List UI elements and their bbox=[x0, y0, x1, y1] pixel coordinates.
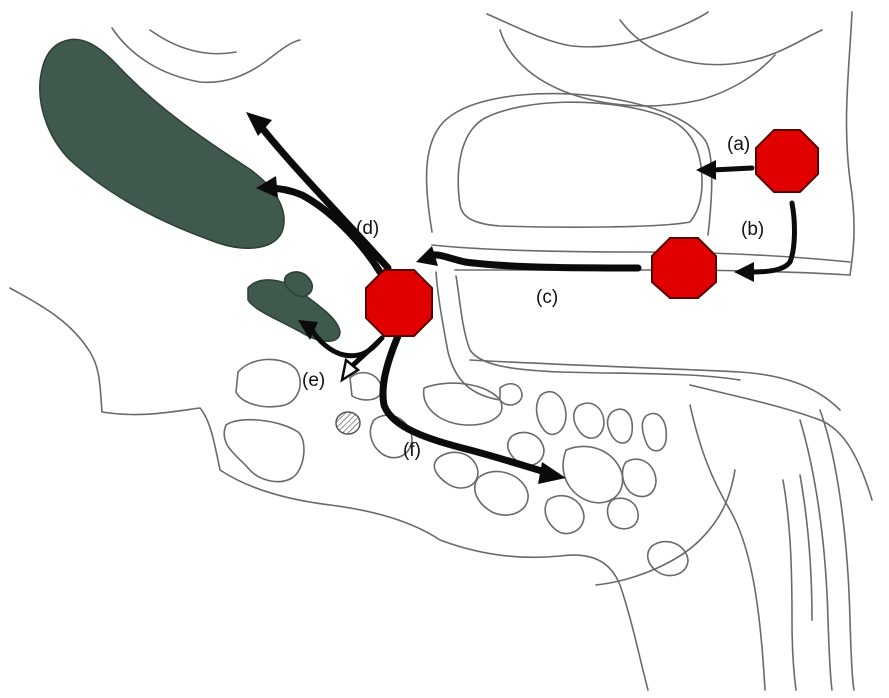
outline-channel-top bbox=[432, 245, 850, 262]
outline-bottom-right bbox=[690, 405, 765, 690]
cell-10 bbox=[642, 413, 666, 450]
node-top-right bbox=[756, 130, 818, 192]
node-center bbox=[366, 270, 432, 336]
cell-9 bbox=[608, 409, 633, 443]
cell-8 bbox=[574, 403, 604, 438]
arrow-a-head bbox=[696, 160, 716, 180]
cell-15 bbox=[623, 459, 656, 496]
outline-lower-band-top bbox=[470, 360, 840, 410]
outline-chamber-inner bbox=[458, 102, 702, 227]
cell-13 bbox=[475, 471, 528, 515]
label-e: (e) bbox=[302, 370, 325, 391]
outline-top-left-inner bbox=[150, 30, 236, 54]
outline-top-right bbox=[620, 20, 822, 65]
cell-7 bbox=[537, 392, 566, 435]
outline-central-column bbox=[436, 272, 500, 400]
label-b: (b) bbox=[741, 219, 764, 240]
outline-right-tube-4 bbox=[800, 475, 812, 620]
outline-right-edge bbox=[847, 12, 855, 275]
label-c: (c) bbox=[536, 287, 558, 308]
arrow-f-head bbox=[538, 462, 566, 484]
arrow-c-head bbox=[416, 246, 438, 266]
arrow-d-upper bbox=[262, 128, 388, 268]
outline-top-left bbox=[112, 28, 300, 82]
outline-right-tube-2 bbox=[820, 410, 854, 690]
outline-top-arch-lower bbox=[500, 30, 775, 106]
outline-right-tube-3 bbox=[783, 480, 796, 690]
arrow-b-head bbox=[734, 262, 754, 282]
cell-5 bbox=[424, 383, 502, 425]
arrow-e-down bbox=[350, 338, 382, 368]
arrows bbox=[246, 112, 794, 484]
outline-lower-band-bottom bbox=[690, 385, 872, 500]
label-f: (f) bbox=[403, 440, 421, 461]
arrow-a bbox=[712, 168, 752, 170]
arrow-c bbox=[432, 255, 638, 268]
cell-2 bbox=[224, 420, 304, 482]
cell-6 bbox=[500, 384, 522, 405]
label-d: (d) bbox=[356, 218, 379, 239]
label-a: (a) bbox=[727, 134, 750, 155]
outline-chamber-outer bbox=[427, 94, 712, 235]
outline-top-arch bbox=[487, 12, 708, 47]
cell-17 bbox=[608, 498, 639, 529]
cell-16 bbox=[545, 496, 584, 534]
cell-18 bbox=[648, 542, 688, 576]
cell-14 bbox=[563, 446, 622, 502]
outline-right-tube-1 bbox=[800, 420, 832, 690]
node-middle-right bbox=[652, 238, 716, 298]
cell-3 bbox=[350, 373, 382, 400]
hatched-circle bbox=[336, 412, 360, 434]
cell-1 bbox=[236, 359, 300, 406]
cell-12 bbox=[434, 452, 478, 488]
